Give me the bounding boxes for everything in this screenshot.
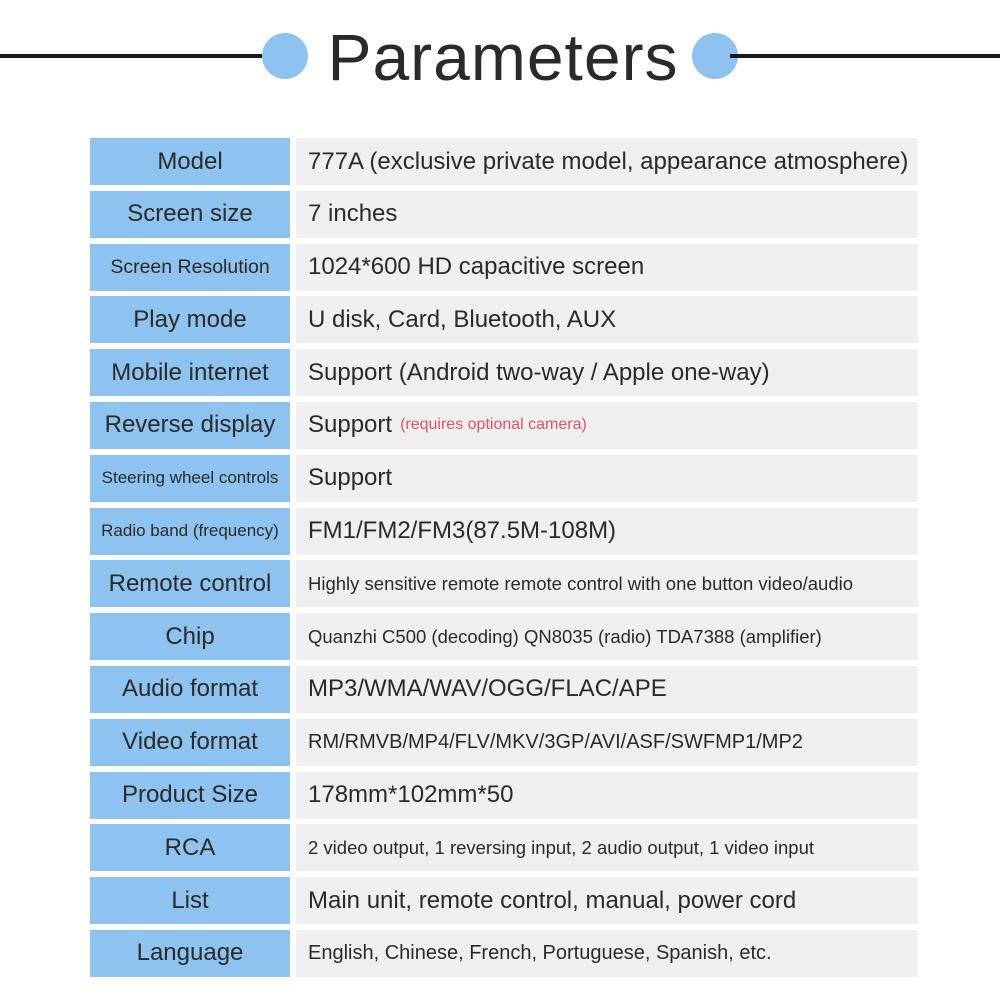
row-label: List xyxy=(90,877,290,925)
table-row: Product Size 178mm*102mm*50 xyxy=(90,771,918,819)
row-value: Support (Android two-way / Apple one-way… xyxy=(296,349,918,397)
table-row: Screen size 7 inches xyxy=(90,190,918,238)
row-label: Steering wheel controls xyxy=(90,454,290,502)
table-row: Steering wheel controls Support xyxy=(90,454,918,502)
row-label: Radio band (frequency) xyxy=(90,507,290,555)
row-label: Remote control xyxy=(90,560,290,608)
row-value: 777A (exclusive private model, appearanc… xyxy=(296,138,918,185)
row-value: Main unit, remote control, manual, power… xyxy=(296,877,918,925)
header-rule-left xyxy=(0,54,268,58)
header-rule-right xyxy=(730,54,1000,58)
row-label: Chip xyxy=(90,613,290,661)
table-row: Play mode U disk, Card, Bluetooth, AUX xyxy=(90,296,918,344)
camera-note: (requires optional camera) xyxy=(400,416,587,434)
table-row: Radio band (frequency) FM1/FM2/FM3(87.5M… xyxy=(90,507,918,555)
table-row: Remote control Highly sensitive remote r… xyxy=(90,560,918,608)
row-value: Quanzhi C500 (decoding) QN8035 (radio) T… xyxy=(296,613,918,661)
page-title: Parameters xyxy=(327,20,679,94)
row-value: RM/RMVB/MP4/FLV/MKV/3GP/AVI/ASF/SWFMP1/M… xyxy=(296,718,918,766)
parameters-table: Model 777A (exclusive private model, app… xyxy=(90,138,918,983)
row-value: 7 inches xyxy=(296,190,918,238)
table-row: Video format RM/RMVB/MP4/FLV/MKV/3GP/AVI… xyxy=(90,718,918,766)
row-value-text: Support xyxy=(308,411,393,439)
row-value: 178mm*102mm*50 xyxy=(296,771,918,819)
row-label: RCA xyxy=(90,824,290,872)
row-label: Mobile internet xyxy=(90,349,290,397)
row-value: FM1/FM2/FM3(87.5M-108M) xyxy=(296,507,918,555)
table-row: Model 777A (exclusive private model, app… xyxy=(90,138,918,185)
row-label: Audio format xyxy=(90,665,290,713)
table-row: Screen Resolution 1024*600 HD capacitive… xyxy=(90,243,918,291)
row-label: Video format xyxy=(90,718,290,766)
table-row: Chip Quanzhi C500 (decoding) QN8035 (rad… xyxy=(90,613,918,661)
table-row: Language English, Chinese, French, Portu… xyxy=(90,929,918,977)
page-header: Parameters xyxy=(0,0,1000,120)
header-dot-left xyxy=(262,33,308,79)
row-value: Highly sensitive remote remote control w… xyxy=(296,560,918,608)
table-row: Audio format MP3/WMA/WAV/OGG/FLAC/APE xyxy=(90,665,918,713)
row-label: Screen size xyxy=(90,190,290,238)
table-row: List Main unit, remote control, manual, … xyxy=(90,877,918,925)
row-value: U disk, Card, Bluetooth, AUX xyxy=(296,296,918,344)
row-label: Language xyxy=(90,929,290,977)
row-value: English, Chinese, French, Portuguese, Sp… xyxy=(296,929,918,977)
row-value: 1024*600 HD capacitive screen xyxy=(296,243,918,291)
table-row: RCA 2 video output, 1 reversing input, 2… xyxy=(90,824,918,872)
row-value: 2 video output, 1 reversing input, 2 aud… xyxy=(296,824,918,872)
row-label: Model xyxy=(90,138,290,185)
row-label: Play mode xyxy=(90,296,290,344)
row-value: Support (requires optional camera) xyxy=(296,401,918,449)
row-label: Reverse display xyxy=(90,401,290,449)
table-row: Reverse display Support (requires option… xyxy=(90,401,918,449)
row-value: MP3/WMA/WAV/OGG/FLAC/APE xyxy=(296,665,918,713)
table-row: Mobile internet Support (Android two-way… xyxy=(90,349,918,397)
row-label: Product Size xyxy=(90,771,290,819)
row-label: Screen Resolution xyxy=(90,243,290,291)
row-value: Support xyxy=(296,454,918,502)
